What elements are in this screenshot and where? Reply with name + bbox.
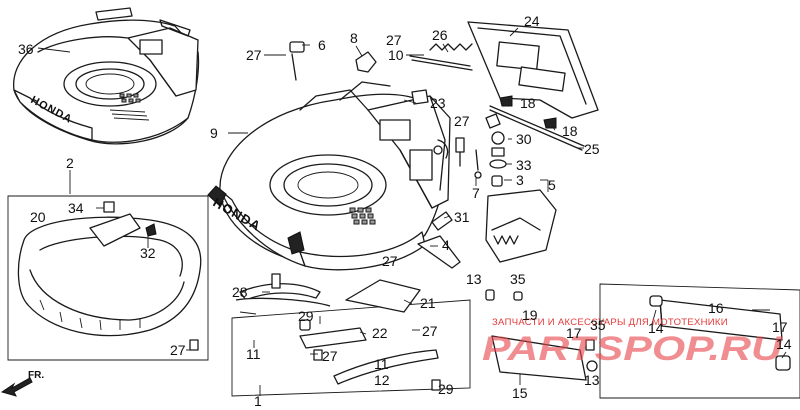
label-part-6: 6 (318, 37, 326, 53)
watermark: ЗАПЧАСТИ И АКСЕССУАРЫ ДЛЯ МОТОТЕХНИКИ PA… (482, 317, 784, 368)
label-part-20: 20 (30, 209, 46, 225)
part-1-assembly (231, 273, 471, 397)
label-part-10: 10 (388, 47, 404, 63)
label-part-35: 35 (510, 271, 526, 287)
watermark-site: PARTSPOP.RU (482, 330, 784, 368)
label-part-9: 9 (210, 125, 218, 141)
lever-group (417, 189, 557, 269)
label-part-14: 14 (776, 336, 792, 352)
label-part-27: 27 (170, 342, 186, 358)
part-9-main-deck: HONDA (119, 81, 451, 271)
label-part-33: 33 (516, 157, 532, 173)
label-part-18: 18 (562, 123, 578, 139)
label-part-22: 22 (372, 325, 388, 341)
label-part-27: 27 (382, 253, 398, 269)
center-fasteners (455, 113, 507, 187)
label-part-8: 8 (350, 30, 358, 46)
label-part-11: 11 (374, 356, 389, 372)
part-36-small-deck: HONDA (13, 7, 200, 145)
label-part-28: 28 (232, 284, 248, 300)
label-part-7: 7 (472, 185, 480, 201)
label-part-23: 23 (430, 95, 446, 111)
label-part-27: 27 (386, 32, 402, 48)
label-part-4: 4 (442, 237, 450, 253)
label-part-29: 29 (438, 381, 454, 397)
label-part-21: 21 (420, 295, 436, 311)
front-label: FR. (28, 370, 44, 381)
label-part-25: 25 (584, 141, 600, 157)
label-part-5: 5 (548, 177, 556, 193)
rear-flap-group (485, 283, 800, 399)
label-part-30: 30 (516, 131, 532, 147)
label-part-17: 17 (566, 325, 582, 341)
label-part-14: 14 (648, 320, 664, 336)
part-2-assembly (7, 195, 209, 361)
label-part-13: 13 (584, 372, 600, 388)
label-part-18: 18 (520, 95, 536, 111)
leader-lines (37, 27, 787, 396)
label-part-27: 27 (322, 348, 338, 364)
label-part-13: 13 (466, 271, 482, 287)
label-part-12: 12 (374, 372, 390, 388)
label-part-26: 26 (432, 27, 448, 43)
part-number-labels: 36 27 6 8 27 10 26 24 9 23 18 18 27 30 2… (18, 13, 792, 409)
label-part-24: 24 (524, 13, 540, 29)
label-part-34: 34 (68, 200, 84, 216)
label-part-1: 1 (254, 393, 262, 409)
label-part-11: 11 (246, 346, 261, 362)
label-part-2: 2 (66, 155, 74, 171)
label-part-27: 27 (246, 47, 262, 63)
watermark-tagline: ЗАПЧАСТИ И АКСЕССУАРЫ ДЛЯ МОТОТЕХНИКИ (492, 317, 728, 328)
label-part-27: 27 (454, 113, 470, 129)
label-part-17: 17 (772, 319, 788, 335)
label-part-19: 19 (522, 307, 538, 323)
label-part-27: 27 (422, 323, 438, 339)
label-part-29: 29 (298, 308, 314, 324)
label-part-32: 32 (140, 245, 156, 261)
label-part-36: 36 (18, 41, 34, 57)
top-hardware-group (289, 21, 599, 151)
front-direction-arrow: FR. (0, 370, 44, 397)
label-part-31: 31 (454, 209, 470, 225)
label-part-35: 35 (590, 317, 606, 333)
label-part-15: 15 (512, 385, 528, 401)
label-part-3: 3 (516, 172, 524, 188)
label-part-16: 16 (708, 300, 724, 316)
